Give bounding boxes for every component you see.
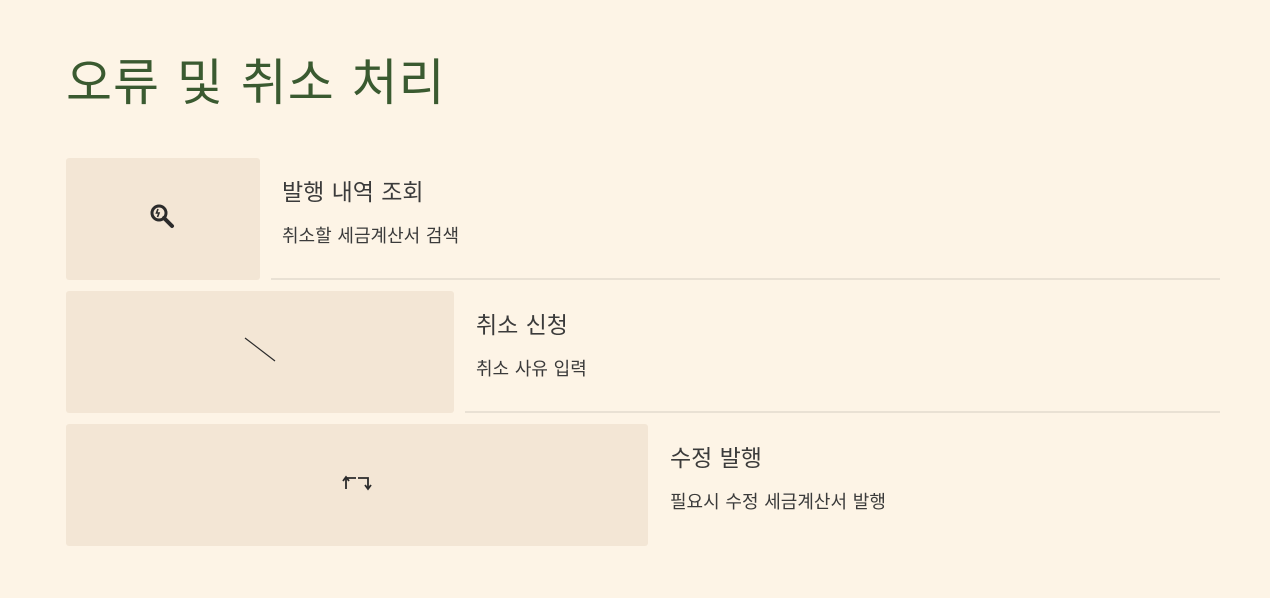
step-1-text: 발행 내역 조회 취소할 세금계산서 검색 [282, 178, 459, 249]
step-3-text: 수정 발행 필요시 수정 세금계산서 발행 [670, 444, 886, 515]
step-2-description: 취소 사유 입력 [476, 359, 587, 380]
magnifier-icon [148, 202, 178, 236]
step-2-divider [465, 411, 1220, 413]
reissue-arrows-icon [341, 471, 373, 499]
step-3-title: 수정 발행 [670, 446, 762, 472]
step-2-title: 취소 신청 [476, 313, 568, 339]
cancel-slash-icon [242, 335, 278, 369]
step-1-divider [271, 278, 1220, 280]
step-2-text: 취소 신청 취소 사유 입력 [476, 311, 587, 382]
step-3-description: 필요시 수정 세금계산서 발행 [670, 492, 886, 513]
step-3-icon-box [66, 424, 648, 546]
step-2-icon-box [66, 291, 454, 413]
page-title: 오류 및 취소 처리 [66, 54, 446, 112]
step-1-icon-box [66, 158, 260, 280]
step-1-title: 발행 내역 조회 [282, 180, 424, 206]
step-1-description: 취소할 세금계산서 검색 [282, 226, 460, 247]
